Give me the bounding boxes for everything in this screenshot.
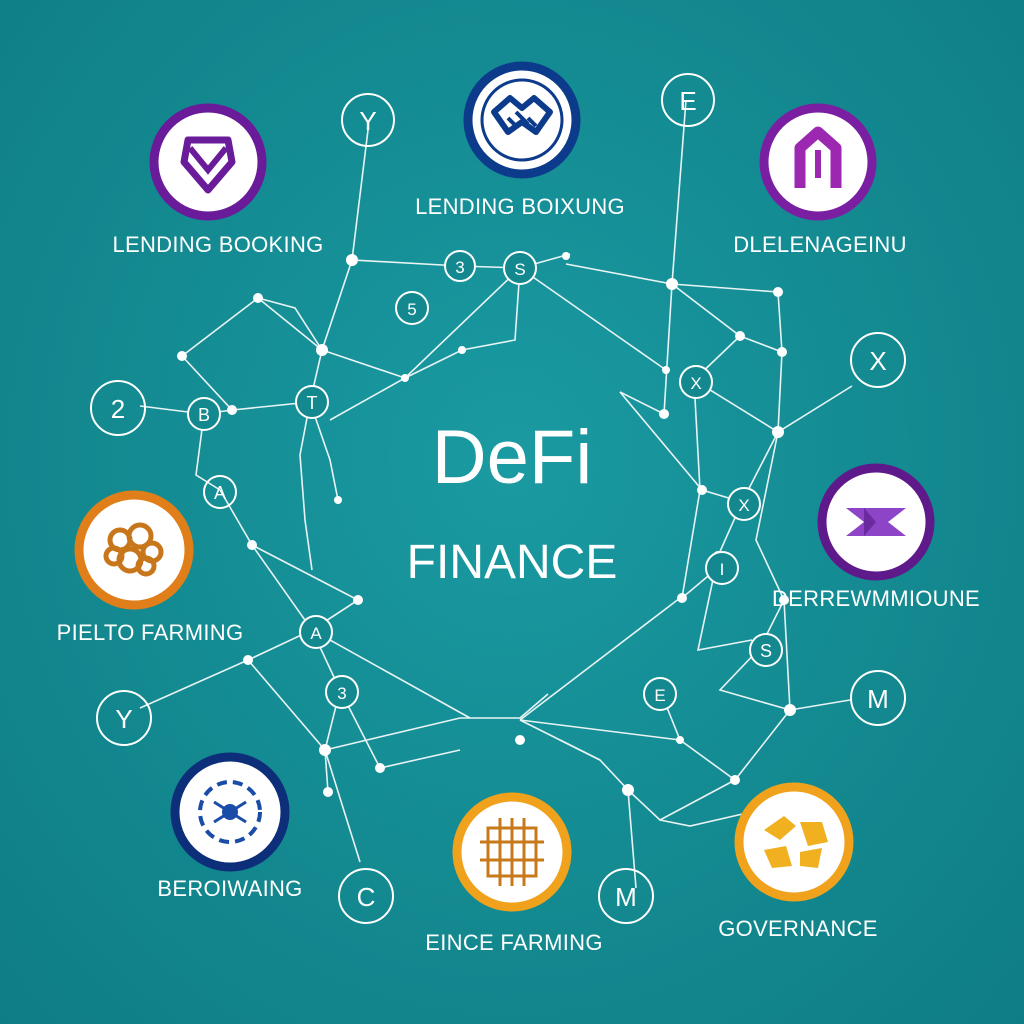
feature-label: DERREWMMIOUNE [771, 586, 981, 611]
letter-badge: S [749, 633, 783, 667]
svg-text:A: A [214, 483, 226, 503]
svg-text:B: B [198, 405, 210, 425]
svg-text:M: M [867, 684, 889, 714]
svg-text:S: S [514, 260, 525, 279]
svg-text:E: E [679, 86, 696, 116]
letter-badge: E [643, 677, 677, 711]
letter-badge: 3 [444, 250, 476, 282]
svg-text:2: 2 [111, 394, 125, 424]
letter-badge: C [338, 868, 394, 924]
hourglass-icon [817, 463, 935, 581]
feature-label: GOVERNANCE [718, 916, 878, 941]
feature-label: PIELTO FARMING [56, 620, 244, 645]
letter-badge: A [203, 475, 237, 509]
hexagon-icon [734, 782, 854, 902]
svg-text:X: X [738, 496, 749, 515]
network-nodes [177, 252, 796, 797]
svg-text:A: A [310, 624, 322, 643]
letter-badge: Y [341, 93, 395, 147]
feature-label: BEROIWAING [157, 876, 303, 901]
circuit-icon [452, 792, 572, 912]
purple-cube-icon [149, 103, 267, 221]
feature-label: LENDING BOIXUNG [415, 194, 625, 219]
letter-badge: M [598, 868, 654, 924]
handshake-icon [463, 61, 581, 179]
letter-badge: I [705, 551, 739, 585]
svg-text:X: X [869, 346, 886, 376]
letter-badge: X [727, 487, 761, 521]
svg-text:E: E [654, 686, 665, 705]
svg-text:T: T [307, 393, 318, 413]
svg-text:3: 3 [337, 684, 346, 703]
letter-badge: A [299, 615, 333, 649]
svg-text:Y: Y [115, 704, 132, 734]
svg-text:S: S [760, 641, 772, 661]
letter-badge: X [679, 365, 713, 399]
svg-text:X: X [690, 374, 701, 393]
purple-n-icon [759, 103, 877, 221]
letter-badge: S [503, 251, 537, 285]
feature-label: DLELENAGEINU [733, 232, 907, 257]
feature-label: EINCE FARMING [425, 930, 603, 955]
diagram-title: DeFi [431, 415, 593, 500]
svg-text:I: I [720, 560, 725, 579]
letter-badge: M [850, 670, 906, 726]
letter-badge: 2 [90, 380, 146, 436]
letter-badge: B [187, 397, 221, 431]
pretzel-icon [74, 490, 194, 610]
letter-badges: Y E X 2 A M Y C M B T 3 S 5 X X I S A 3 … [90, 73, 906, 924]
svg-text:C: C [357, 882, 376, 912]
letter-badge: X [850, 332, 906, 388]
letter-badge: 3 [325, 675, 359, 709]
network-ring-icon [170, 752, 290, 872]
svg-text:5: 5 [407, 300, 416, 319]
letter-badge: E [661, 73, 715, 127]
svg-text:M: M [615, 882, 637, 912]
letter-badge: T [295, 385, 329, 419]
feature-label: LENDING BOOKING [112, 232, 324, 257]
svg-text:Y: Y [359, 106, 376, 136]
letter-badge: 5 [395, 291, 429, 325]
letter-badge: Y [96, 690, 152, 746]
svg-text:3: 3 [455, 258, 464, 277]
diagram-subtitle: FINANCE [406, 536, 618, 589]
